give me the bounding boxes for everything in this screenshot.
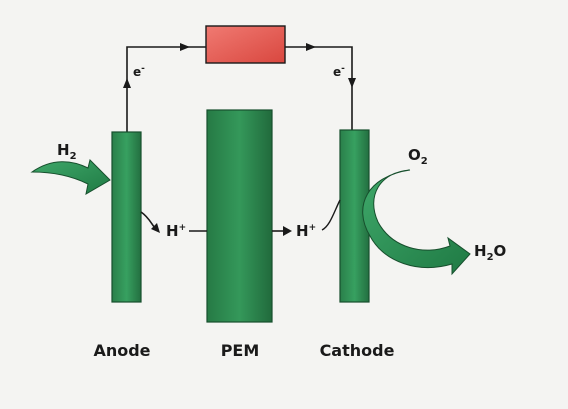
water-outflow-arrow-icon [362,169,471,276]
pem-membrane [206,109,273,323]
wire-arrow-up-icon [123,78,131,88]
pem-label: PEM [221,341,260,360]
proton-label-cathode: H+ [296,222,316,240]
hydrogen-label: H2 [57,141,77,162]
electron-label-anode: e- [133,64,145,79]
hydrogen-inflow-arrow-icon [30,159,111,195]
wire-arrow-right-icon [180,43,190,51]
cathode-label: Cathode [320,341,395,360]
oxygen-label: O2 [408,146,428,167]
electron-label-cathode: e- [333,64,345,79]
anode-label: Anode [93,341,150,360]
proton-path-cathode-icon [321,199,341,231]
proton-label-anode: H+ [166,222,186,240]
wire-arrow-right-icon [306,43,316,51]
anode-electrode [111,131,142,303]
proton-arrowhead-icon [283,226,292,236]
proton-arrowhead-icon [151,223,160,233]
wire-arrow-down-icon [348,78,356,88]
load-resistor [205,25,286,64]
water-label: H2O [474,242,506,263]
